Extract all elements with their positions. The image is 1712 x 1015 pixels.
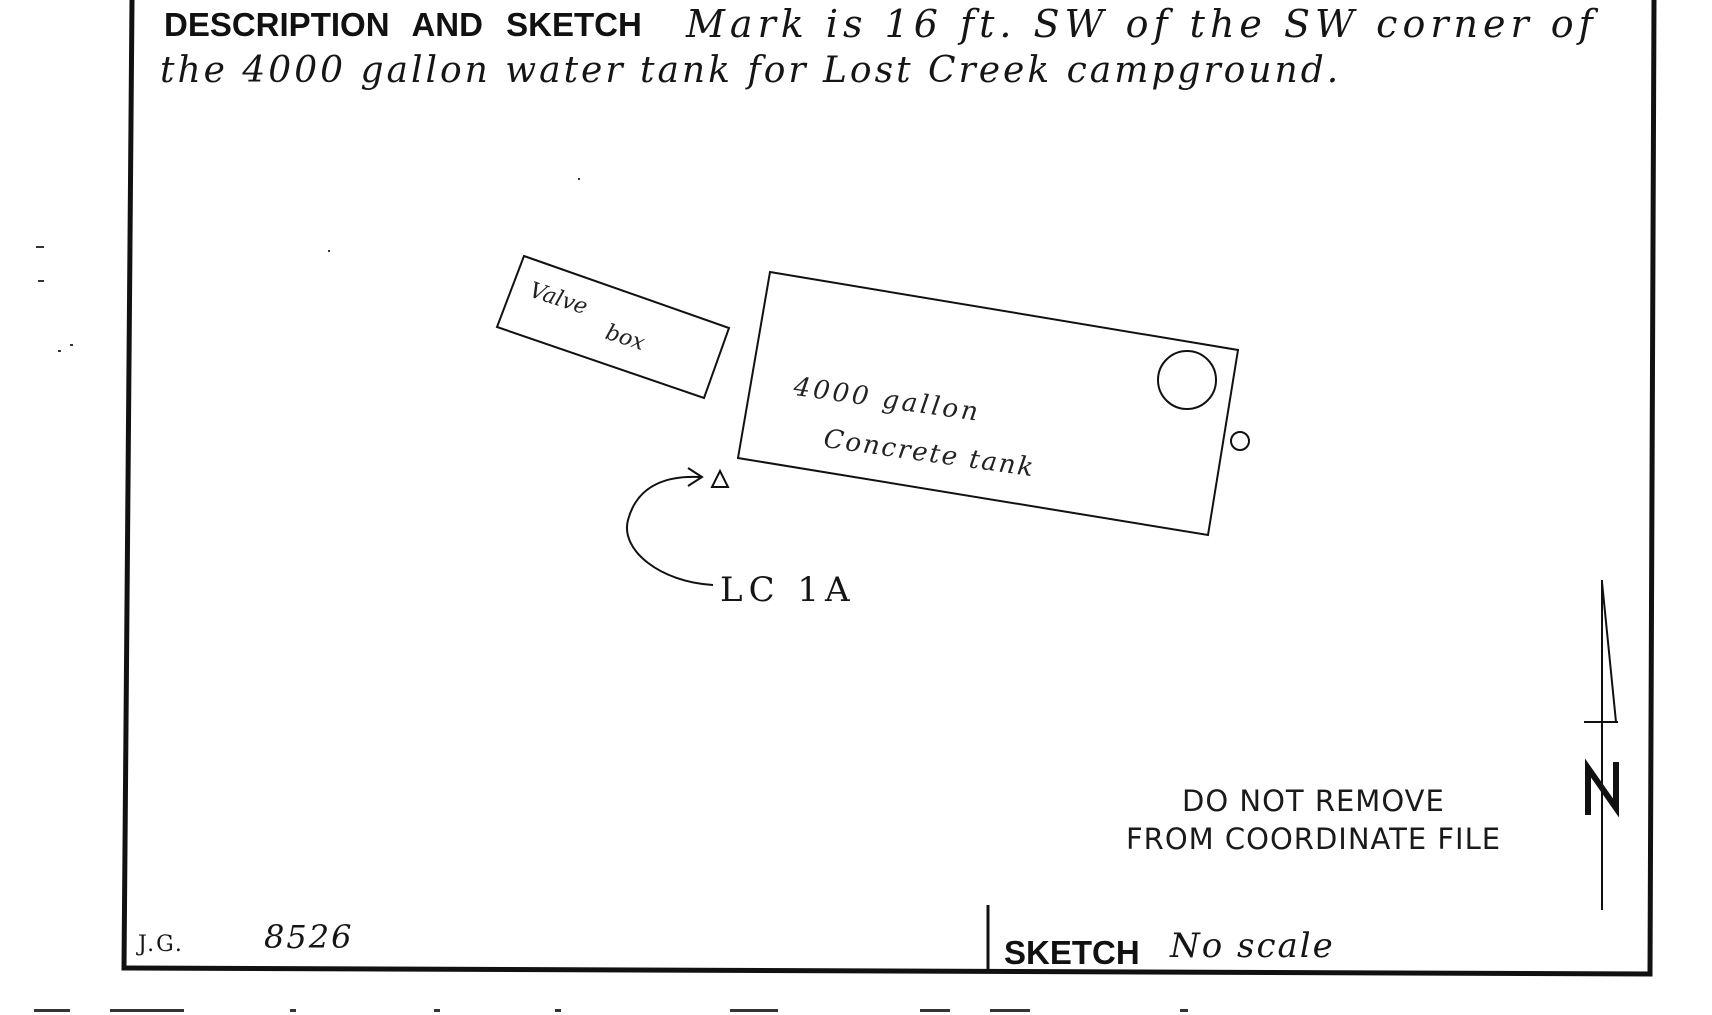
initials: J.G. xyxy=(138,932,184,957)
station-number: 8526 xyxy=(264,918,354,956)
do-not-remove-stamp-line-1: DO NOT REMOVE xyxy=(1182,784,1445,818)
tank-outline xyxy=(736,270,1240,537)
form-frame xyxy=(121,0,1657,977)
description-line-1: Mark is 16 ft. SW of the SW corner of xyxy=(686,2,1598,46)
sketch-label: SKETCH xyxy=(1004,934,1140,971)
mark-arrowhead xyxy=(687,467,704,487)
mark-label: LC 1A xyxy=(720,570,856,610)
description-line-2: the 4000 gallon water tank for Lost Cree… xyxy=(160,50,1342,91)
do-not-remove-stamp-line-2: FROM COORDINATE FILE xyxy=(1126,822,1502,856)
outlet-circle xyxy=(1230,431,1250,451)
description-label: DESCRIPTION AND SKETCH xyxy=(164,6,642,43)
north-arrow-head xyxy=(1601,581,1618,723)
scale-note: No scale xyxy=(1170,926,1335,966)
mark-arrow xyxy=(625,475,714,586)
scan-specks xyxy=(34,178,1188,1012)
valve-box-outline xyxy=(495,254,731,400)
mark-triangle xyxy=(710,468,730,488)
tank-hatch xyxy=(1157,350,1217,410)
north-arrow-n xyxy=(1585,758,1619,818)
